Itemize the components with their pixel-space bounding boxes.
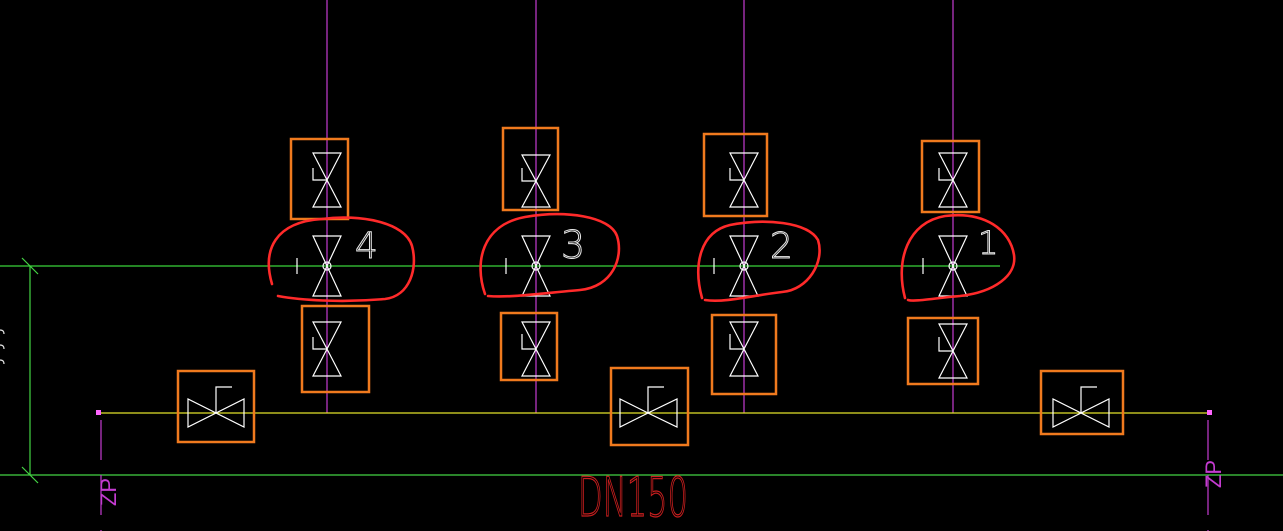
riser-pipes [326, 0, 954, 413]
riser-number-4: 4 [355, 226, 378, 267]
upper-valve-1[interactable] [920, 139, 981, 214]
left-dimension [0, 257, 39, 484]
middle-valve-2[interactable] [713, 235, 759, 297]
upper-valve-4[interactable] [289, 137, 350, 221]
header-valve-left[interactable] [176, 369, 256, 444]
left-zp-label: ZP [96, 478, 121, 506]
red-circle-2 [697, 220, 821, 302]
header-valve-center[interactable] [609, 366, 690, 447]
red-markup-circles [267, 212, 1016, 303]
riser-number-1: 1 [978, 224, 998, 262]
middle-valve-4[interactable] [296, 235, 342, 297]
lower-valve-3[interactable] [499, 311, 559, 382]
riser-number-2: 2 [770, 226, 793, 267]
upper-valve-3[interactable] [501, 126, 560, 212]
red-circle-4 [267, 216, 416, 303]
pipe-end-marker-left [96, 410, 101, 415]
pipe-end-marker-right [1207, 410, 1212, 415]
riser-number-3: 3 [561, 223, 585, 267]
pipe-size-label: DN150 [578, 466, 688, 529]
lower-valve-2[interactable] [710, 313, 778, 396]
middle-valve-3[interactable] [505, 235, 551, 297]
lower-valve-4[interactable] [300, 304, 371, 394]
lower-valve-1[interactable] [906, 316, 980, 386]
header-valve-right[interactable] [1039, 369, 1125, 436]
upper-valve-2[interactable] [702, 132, 769, 218]
right-zp-label: ZP [1201, 460, 1226, 488]
red-circle-1 [900, 213, 1016, 302]
red-circle-3 [479, 212, 621, 298]
